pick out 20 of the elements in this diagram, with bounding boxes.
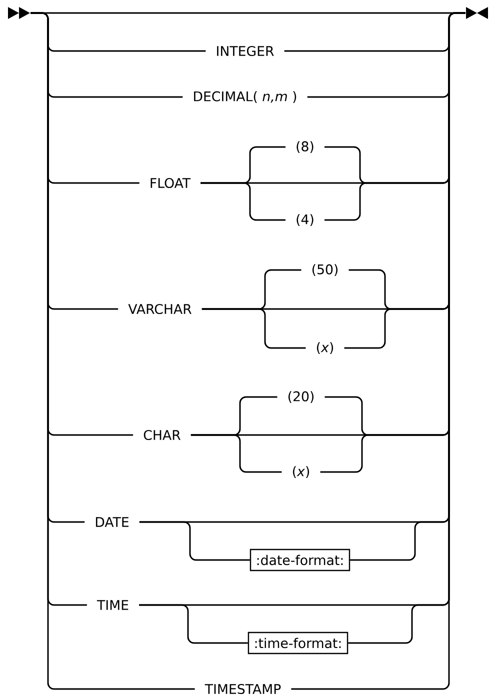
keyword: (x) <box>292 466 310 478</box>
reference-box: :time-format: <box>248 632 348 654</box>
end-marker <box>466 7 488 19</box>
keyword: DATE <box>96 517 128 527</box>
keyword: (8) <box>296 141 314 153</box>
keyword: TIMESTAMP <box>204 684 281 694</box>
keyword: INTEGER <box>217 46 274 56</box>
reference-box: :date-format: <box>250 548 350 572</box>
keyword: DECIMAL( n,m ) <box>194 91 296 103</box>
keyword: TIME <box>96 600 128 610</box>
keyword: (20) <box>288 391 314 403</box>
rail-line <box>30 12 195 690</box>
keyword: FLOAT <box>150 178 191 188</box>
rail-line <box>291 12 466 690</box>
keyword: VARCHAR <box>128 304 192 314</box>
start-marker <box>8 7 30 19</box>
keyword: (x) <box>316 342 334 354</box>
keyword: CHAR <box>144 430 180 440</box>
keyword: (50) <box>312 264 338 276</box>
keyword: (4) <box>296 214 314 226</box>
